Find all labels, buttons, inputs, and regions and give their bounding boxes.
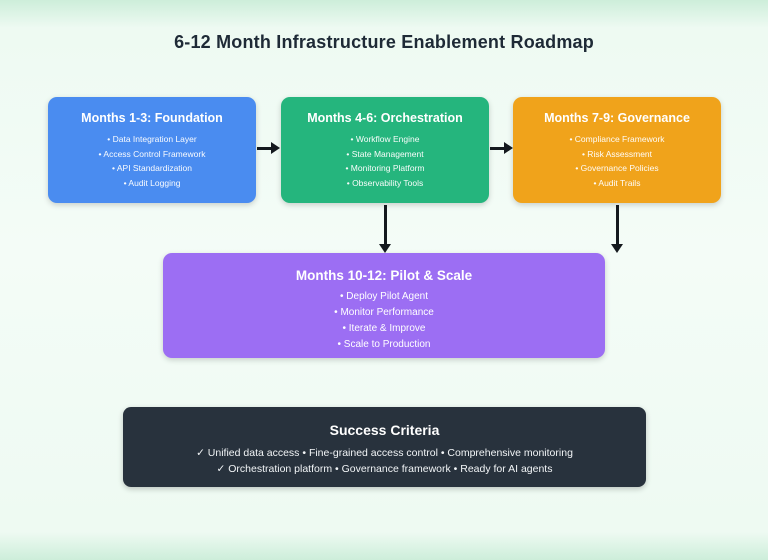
phase-item: • Access Control Framework [98,148,206,159]
phase-item: • Compliance Framework [569,134,665,144]
phase-item: • Iterate & Improve [342,323,426,334]
phase-item: • Observability Tools [346,177,424,188]
success-criteria-title: Success Criteria [329,422,440,438]
phase-item: • Data Integration Layer [107,134,197,144]
phase-title: Months 10-12: Pilot & Scale [295,268,473,283]
phase-item: • Deploy Pilot Agent [340,291,428,302]
phase-title: Months 1-3: Foundation [81,111,223,125]
phase-item: • State Management [346,148,424,159]
phase-item: • Governance Policies [575,163,659,173]
phase-item: • Monitoring Platform [345,163,425,173]
success-criteria-panel: Success Criteria ✓ Unified data access •… [123,407,646,487]
phase-item: • API Standardization [112,163,192,173]
phase-box-pilot-scale: Months 10-12: Pilot & Scale • Deploy Pil… [163,253,605,358]
success-criteria-line: ✓ Orchestration platform • Governance fr… [216,463,553,475]
phase-item: • Audit Trails [593,177,641,188]
phase-item: • Risk Assessment [581,148,653,159]
phase-box-governance: Months 7-9: Governance • Compliance Fram… [513,97,721,203]
phase-box-foundation: Months 1-3: Foundation • Data Integratio… [48,97,256,203]
success-criteria-line: ✓ Unified data access • Fine-grained acc… [196,447,573,459]
phase-item: • Scale to Production [337,339,431,350]
phase-item: • Workflow Engine [350,134,420,144]
phase-title: Months 4-6: Orchestration [307,111,463,125]
phase-item: • Audit Logging [123,177,181,188]
phase-title: Months 7-9: Governance [544,111,690,125]
phase-item: • Monitor Performance [334,307,434,318]
page-title: 6-12 Month Infrastructure Enablement Roa… [174,32,594,52]
phase-box-orchestration: Months 4-6: Orchestration • Workflow Eng… [281,97,489,203]
